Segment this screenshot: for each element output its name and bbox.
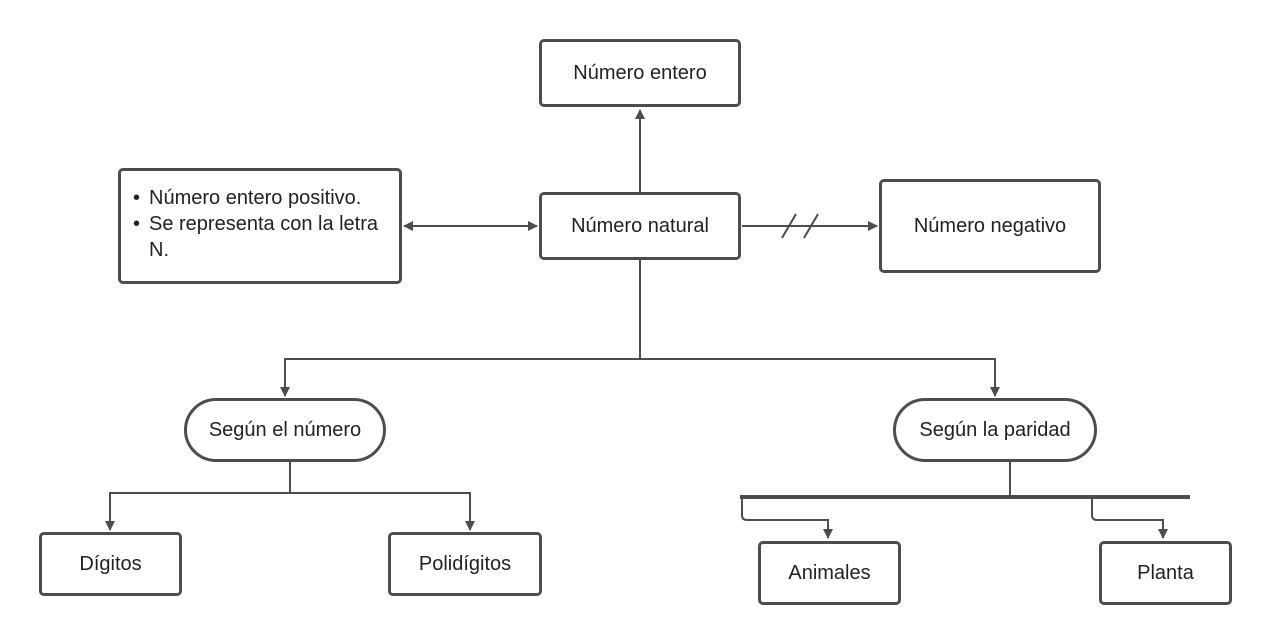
definition-list: Número entero positivo. Se representa co… (131, 185, 399, 263)
node-digitos: Dígitos (39, 532, 182, 596)
node-animales: Animales (758, 541, 901, 605)
edge-slash-2 (803, 213, 819, 239)
edge-to-planta (1091, 499, 1168, 539)
node-planta: Planta (1099, 541, 1232, 605)
edge-to-segun-numero (280, 358, 640, 397)
node-segun-el-numero: Según el número (184, 398, 386, 462)
edge-to-segun-paridad (640, 358, 1000, 397)
node-segun-la-paridad: Según la paridad (893, 398, 1097, 462)
node-numero-negativo: Número negativo (879, 179, 1101, 273)
definition-item: Se representa con la letra N. (131, 211, 399, 263)
edge-to-polidigitos (290, 492, 475, 531)
node-polidigitos: Polidígitos (388, 532, 542, 596)
node-definition: Número entero positivo. Se representa co… (118, 168, 402, 284)
node-numero-entero: Número entero (539, 39, 741, 107)
edge-to-digitos (105, 492, 290, 531)
edge-to-animales (741, 499, 833, 539)
node-numero-natural: Número natural (539, 192, 741, 260)
definition-item: Número entero positivo. (131, 185, 399, 211)
edge-slash-1 (781, 213, 797, 239)
